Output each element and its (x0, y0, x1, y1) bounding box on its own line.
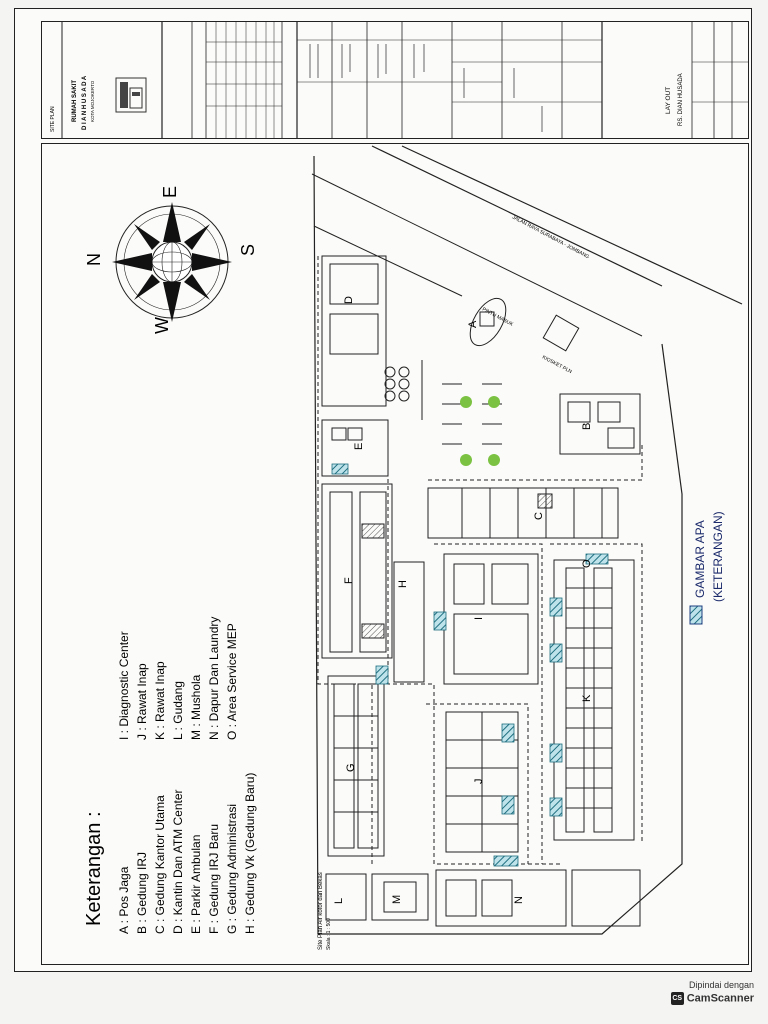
compass-north: N (84, 253, 104, 266)
building-b (559, 393, 641, 455)
pipe-network (317, 256, 643, 865)
handwritten-note-line2: (KETERANGAN) (711, 511, 725, 602)
road-label: JALAN RAYA SURABAYA - JOMBANG (511, 214, 590, 260)
kiosk-label: KIOSKET PLN (541, 354, 573, 375)
label-o: O (581, 559, 593, 568)
legend-item: A : Pos Jaga (117, 866, 131, 934)
label-d: D (343, 296, 355, 304)
title-block-grid: SITE PLAN RUMAH SAKIT D I A N H U S A D … (50, 22, 748, 138)
building-c (427, 487, 619, 539)
label-i: I (473, 617, 485, 620)
site-boundary (313, 155, 683, 935)
building-f (321, 483, 393, 659)
compass-west: W (152, 317, 172, 334)
label-j: J (473, 779, 485, 785)
main-road: JALAN RAYA SURABAYA - JOMBANG (311, 145, 743, 337)
pln-kiosk (542, 314, 580, 352)
building-l (325, 873, 367, 921)
compass-rose: N E S W (84, 186, 258, 334)
scanner-line1: Dipindai dengan (688, 980, 754, 990)
compass-south: S (238, 244, 258, 256)
legend: Keterangan : A : Pos Jaga B : Gedung IRJ… (83, 617, 257, 934)
label-k: K (581, 694, 593, 702)
legend-item: C : Gedung Kantor Utama (153, 795, 167, 934)
legend-item: N : Dapur Dan Laundry (207, 617, 221, 740)
label-m: M (391, 895, 403, 904)
hospital-logo (115, 77, 147, 113)
legend-item: O : Area Service MEP (225, 623, 239, 740)
entrance-label: PINTU MASUK (481, 306, 515, 328)
tree-icon (488, 396, 500, 408)
legend-item: B : Gedung IRJ (135, 852, 149, 934)
site-plan-drawing: JALAN RAYA SURABAYA - JOMBANG (83, 145, 743, 950)
building-h (393, 561, 425, 683)
legend-item: G : Gedung Administrasi (225, 804, 239, 934)
drawing-title: LAY OUT (665, 87, 672, 114)
legend-item: I : Diagnostic Center (117, 631, 131, 740)
title-block: SITE PLAN RUMAH SAKIT D I A N H U S A D … (41, 21, 749, 139)
legend-column-1: A : Pos Jaga B : Gedung IRJ C : Gedung K… (117, 773, 257, 934)
handwritten-note: GAMBAR APA (KETERANGAN) (689, 511, 725, 625)
tree-icon (488, 454, 500, 466)
legend-item: L : Gudang (171, 681, 185, 740)
legend-column-2: I : Diagnostic Center J : Rawat Inap K :… (117, 617, 239, 740)
building-labels: A B C D E F G H I J K L M N O (333, 296, 593, 904)
bottom-note: Site Plan Air kotor dan Bekas (318, 872, 324, 950)
service-areas-mep (331, 463, 609, 867)
scanner-line2: CamScanner (686, 992, 754, 1005)
hospital-city: KOTA MOJOKERTO (90, 80, 95, 122)
trees (460, 396, 500, 466)
label-e: E (353, 443, 365, 450)
label-h: H (397, 580, 409, 588)
parking-area (384, 360, 502, 445)
label-n: N (513, 896, 525, 904)
buildings (321, 255, 641, 927)
legend-item: K : Rawat Inap (153, 661, 167, 740)
legend-item: M : Mushola (189, 674, 203, 740)
drawing-sheet: SITE PLAN RUMAH SAKIT D I A N H U S A D … (14, 8, 752, 972)
label-c: C (533, 512, 545, 520)
building-i (443, 553, 539, 685)
label-a: A (467, 320, 479, 328)
legend-item: E : Parkir Ambulan (189, 835, 203, 934)
legend-title: Keterangan : (83, 811, 105, 926)
handwritten-note-line1: GAMBAR APA (693, 520, 707, 598)
building-g (327, 675, 385, 857)
building-a (469, 297, 507, 347)
legend-item: F : Gedung IRJ Baru (207, 824, 221, 934)
label-b: B (581, 423, 593, 430)
legend-item: J : Rawat Inap (135, 663, 149, 740)
tree-icon (460, 396, 472, 408)
tree-icon (460, 454, 472, 466)
project-info-columns (297, 22, 748, 138)
site-plan-label: SITE PLAN (50, 106, 56, 132)
scale-note: Skala : 1 : 500 (326, 918, 332, 950)
compass-east: E (160, 186, 180, 198)
building-n (435, 869, 567, 927)
building-d (321, 255, 387, 407)
building-m (371, 873, 429, 921)
label-l: L (333, 898, 345, 904)
site-plan-frame: JALAN RAYA SURABAYA - JOMBANG (41, 143, 749, 965)
legend-item: H : Gedung Vk (Gedung Baru) (243, 773, 257, 934)
label-f: F (343, 577, 355, 584)
drawing-subject: RS. DIAN HUSADA (678, 73, 684, 126)
hospital-brand: D I A N H U S A D A (82, 75, 88, 130)
legend-item: D : Kantin Dan ATM Center (171, 789, 185, 934)
hospital-name: RUMAH SAKIT (72, 80, 78, 122)
revision-table (191, 22, 298, 138)
camscanner-logo-icon: CS (670, 992, 684, 1005)
label-g: G (345, 763, 357, 772)
